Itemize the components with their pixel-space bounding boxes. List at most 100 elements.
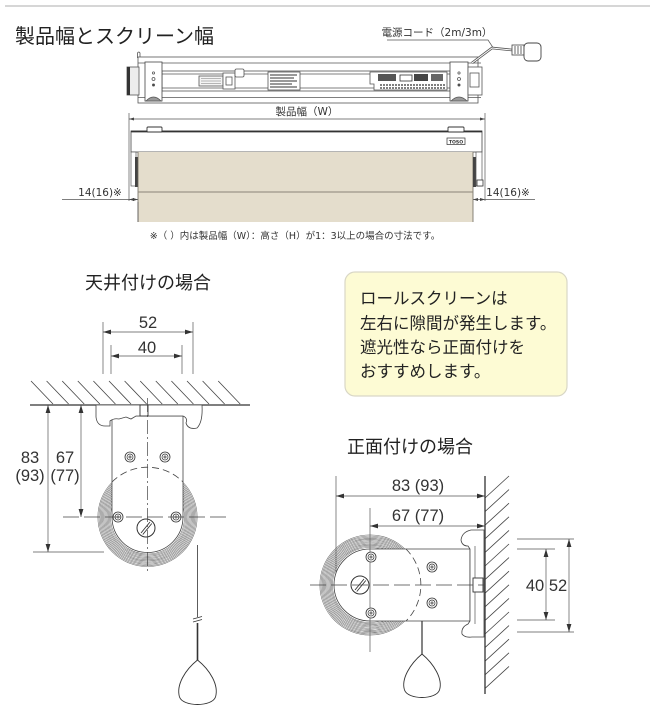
bracket-lock [139, 404, 149, 417]
control-board-chip [378, 74, 396, 81]
wall-hatch-line [484, 570, 510, 594]
front-mount-title: 正面付けの場合 [347, 437, 473, 458]
left-bracket-plan [144, 61, 163, 102]
wall-hatch [484, 475, 510, 689]
cord-break-mark [192, 616, 203, 623]
bracket-hole [151, 71, 155, 75]
power-plug-icon [523, 42, 542, 62]
wall-hatch-line [484, 502, 510, 526]
ceiling-bracket [95, 404, 203, 429]
wall-hatch-line [484, 543, 510, 567]
product-width-label: 製品幅（W） [276, 105, 339, 118]
wall-hatch-line [484, 530, 510, 553]
ceiling-hatch-line [30, 380, 54, 405]
bracket-hole [151, 77, 156, 81]
callout-line: ロールスクリーンは [360, 289, 508, 308]
brand-badge-box [446, 137, 466, 145]
width-diagram: 電源コード（2m/3m） [62, 26, 542, 242]
power-cord-wire-core [471, 47, 513, 64]
ceiling-hatch-line [124, 380, 147, 405]
bracket-hole [151, 83, 155, 87]
center-depth-label: 67 (77) [392, 507, 444, 525]
power-cord [471, 42, 542, 65]
right-bottom-bar-end [473, 157, 476, 187]
side-gap-left-label: 14(16)※ [78, 187, 122, 199]
ceiling-hatch-line [93, 380, 116, 405]
ceiling-hatch-line [61, 380, 85, 405]
wall-hatch-line [484, 638, 510, 662]
pull-cord [178, 545, 217, 705]
motor-coupling-inner [225, 76, 233, 86]
right-bracket-plan [449, 61, 469, 102]
total-height-alt-label: (93) [15, 467, 44, 485]
slotted-screw-icon [136, 518, 156, 538]
wall-hatch-line [484, 598, 510, 621]
screw-icon [159, 451, 171, 463]
headrail-front-view: TOSO [130, 126, 484, 222]
side-plate [111, 415, 184, 553]
ceiling-hatch-line [155, 380, 179, 405]
hole-pitch-label: 40 [526, 577, 544, 595]
wall-hatch-line [484, 584, 510, 608]
wall-hatch-line [484, 475, 510, 499]
bracket-clip [145, 96, 162, 102]
pull-handle-icon [178, 659, 217, 705]
power-cord-connector-ribs [514, 46, 522, 54]
callout-line: おすすめします。 [360, 362, 490, 381]
callout-line: 遮光性なら正面付けを [360, 338, 525, 357]
callout-line: 左右に隙間が発生します。 [360, 314, 556, 333]
ceiling-hatch-line [217, 380, 241, 405]
page-title: 製品幅とスクリーン幅 [15, 24, 214, 48]
control-board-chip [399, 74, 413, 82]
screw-icon [365, 607, 377, 619]
control-board-chip [431, 74, 443, 81]
wall-hatch-line [484, 557, 510, 580]
control-board-chip [414, 74, 428, 81]
right-bracket-plate [449, 61, 469, 102]
wall-hatch-line [484, 611, 510, 635]
right-end-cap-inner [469, 72, 480, 88]
left-bracket-front [146, 126, 163, 133]
front-mount-diagram: 正面付けの場合 83 (93) 67 (77) [310, 437, 574, 698]
left-bottom-bar-end [135, 157, 138, 187]
control-board-left-detail [270, 74, 297, 88]
pull-handle-icon [403, 653, 441, 698]
ceiling-hatch-line [139, 380, 163, 405]
wall-hatch-line [484, 625, 510, 648]
screw-icon [365, 551, 377, 563]
rail-tab [137, 51, 141, 58]
dimension-note: ※（ ）内は製品幅（W）：高さ（H）が1：3以上の場合の寸法です。 [150, 230, 440, 242]
brand-badge-logo: TOSO [449, 139, 463, 145]
bracket-width-label: 52 [139, 314, 157, 332]
total-depth-label: 83 (93) [392, 477, 444, 495]
callout-box: ロールスクリーンは 左右に隙間が発生します。 遮光性なら正面付けを おすすめしま… [344, 271, 568, 397]
ceiling-mount-title: 天井付けの場合 [85, 273, 211, 294]
ceiling-hatch-line [186, 380, 210, 405]
power-cord-label: 電源コード（2m/3m） [382, 26, 493, 39]
bracket-hole [457, 71, 461, 75]
bracket-height-label: 52 [549, 577, 567, 595]
ceiling-hatch-line [108, 380, 132, 405]
side-gap-right-dimension: 14(16)※ [473, 187, 535, 201]
left-end-cap-edge [127, 67, 130, 95]
ceiling-hatch-line [202, 380, 225, 405]
screw-icon [426, 597, 438, 609]
left-bracket-plate [144, 61, 163, 102]
ceiling-hatch [30, 380, 241, 405]
right-end-stopper [476, 179, 484, 187]
screw-icon [426, 561, 438, 573]
bracket-hole [457, 83, 461, 87]
side-gap-left-dimension: 14(16)※ [62, 187, 139, 222]
headrail-plan-view [126, 51, 483, 104]
wall-hatch-line [484, 652, 510, 676]
ceiling-hatch-line [171, 380, 194, 405]
screen-fabric [138, 152, 473, 222]
ceiling-hatch-line [77, 380, 101, 405]
power-cord-leader-line [387, 39, 495, 50]
motor-cap [234, 68, 245, 78]
right-bracket-front [447, 126, 465, 133]
center-height-label: 67 [56, 449, 74, 467]
motor-unit-ribs [201, 78, 221, 84]
total-height-label: 83 [21, 449, 39, 467]
